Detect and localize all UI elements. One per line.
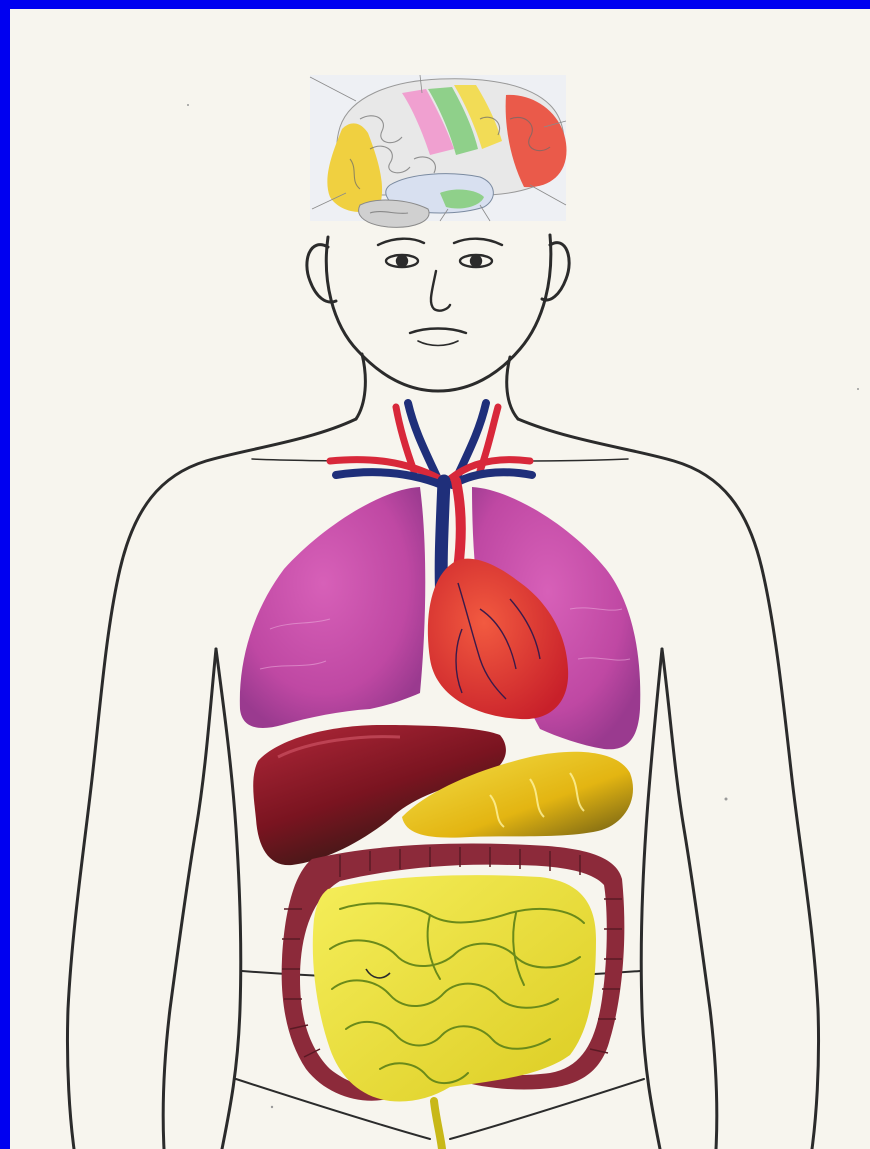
aorta [456, 481, 461, 569]
brain [310, 75, 567, 227]
left-pupil [397, 256, 407, 266]
illustration-frame [10, 9, 870, 1149]
right-pupil [471, 256, 481, 266]
body-organs-illustration [10, 9, 870, 1149]
